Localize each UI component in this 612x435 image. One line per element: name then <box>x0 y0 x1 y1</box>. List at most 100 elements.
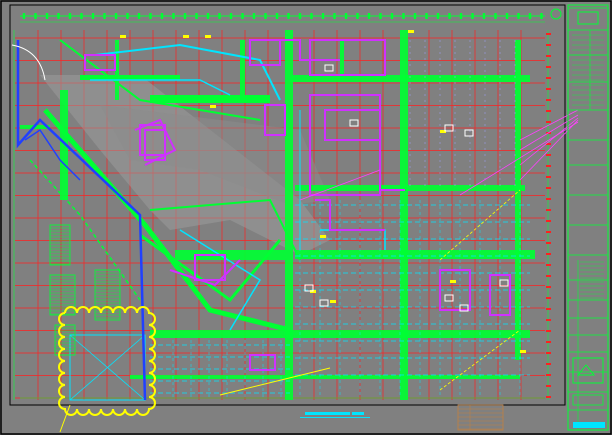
dim-tick-right <box>546 308 551 310</box>
dim-tick-right <box>546 209 551 211</box>
magenta-room <box>84 54 116 71</box>
dim-tick <box>528 13 532 19</box>
dim-tick <box>183 13 187 19</box>
dim-tick <box>57 13 60 19</box>
white-symbol <box>444 294 454 302</box>
blue-boundary <box>16 40 147 401</box>
scale-bar <box>300 412 370 418</box>
dim-tick-right <box>546 319 551 321</box>
drawing-frame <box>9 4 566 406</box>
dim-tick <box>103 13 106 19</box>
wall-bar <box>295 250 535 259</box>
dim-tick <box>425 13 428 19</box>
title-block-cell <box>572 394 604 406</box>
magenta-wall <box>169 259 241 287</box>
wall-bar <box>115 40 119 100</box>
dim-tick <box>517 13 520 19</box>
wall-bar <box>80 75 180 80</box>
dim-tick-right <box>546 44 551 46</box>
dim-tick <box>333 13 336 19</box>
wall-bar <box>340 40 344 80</box>
yellow-marker <box>408 30 414 33</box>
dim-tick <box>379 13 382 19</box>
magenta-wall <box>260 39 340 61</box>
dim-tick <box>448 13 451 19</box>
wall-bar <box>60 90 68 200</box>
title-block <box>567 4 609 431</box>
dim-tick-right <box>546 143 551 145</box>
dim-tick <box>114 13 118 19</box>
dim-tick <box>367 13 371 19</box>
dim-tick-right <box>546 154 551 156</box>
dim-tick-right <box>546 363 551 365</box>
magenta-room <box>324 109 381 141</box>
wall-bar <box>150 95 270 103</box>
dim-tick-right <box>546 374 551 376</box>
wall-bar <box>515 40 521 360</box>
dim-tick-right <box>546 187 551 189</box>
dim-tick-right <box>546 55 551 57</box>
magenta-room <box>249 354 276 371</box>
dim-tick-right <box>546 33 551 35</box>
dim-tick-right <box>546 231 551 233</box>
dim-tick <box>241 13 244 19</box>
dim-tick-right <box>546 330 551 332</box>
wall-bar <box>285 30 293 400</box>
dim-tick <box>68 13 72 19</box>
dim-tick-right <box>546 253 551 255</box>
yellow-marker <box>210 105 216 108</box>
dim-tick-right <box>546 165 551 167</box>
dim-tick <box>390 13 394 19</box>
diagonal-beam <box>43 108 291 333</box>
wall-bar <box>240 40 245 100</box>
white-symbol <box>464 129 474 137</box>
magenta-room <box>489 274 511 316</box>
wall-bar <box>295 185 525 191</box>
white-symbol <box>459 304 469 312</box>
dim-tick <box>321 13 325 19</box>
dim-tick <box>34 13 37 19</box>
dim-tick <box>80 13 83 19</box>
notes-table-frame <box>457 404 504 431</box>
dim-tick <box>45 13 49 19</box>
cyan-duct-2 <box>90 79 231 96</box>
yellow-marker <box>450 280 456 283</box>
cyan-duct-3 <box>179 229 262 331</box>
dim-tick-right <box>546 385 551 387</box>
dim-tick <box>195 13 198 19</box>
dim-tick <box>172 13 175 19</box>
dim-tick <box>482 13 486 19</box>
wall-bar <box>400 30 408 400</box>
white-symbol <box>349 119 359 127</box>
white-symbol <box>444 124 454 132</box>
dim-tick <box>471 13 474 19</box>
dim-tick-right <box>546 220 551 222</box>
dim-tick-right <box>546 264 551 266</box>
dim-tick <box>436 13 440 19</box>
diagonal-dashed <box>29 159 141 301</box>
yellow-marker <box>205 35 211 38</box>
stair-outline <box>94 269 121 321</box>
dim-tick-right <box>546 88 551 90</box>
diagonal-beam-2 <box>139 233 282 303</box>
dim-tick <box>540 13 543 19</box>
north-arrow-seal <box>550 8 562 20</box>
dim-tick <box>206 13 210 19</box>
magenta-room <box>264 104 286 136</box>
dim-tick <box>22 13 26 19</box>
bottom-notes-table <box>457 404 504 431</box>
magenta-wall <box>134 118 177 166</box>
dim-tick <box>310 13 313 19</box>
magenta-wall <box>379 130 405 191</box>
white-symbol <box>304 284 314 292</box>
wall-bar <box>130 375 520 379</box>
dim-tick-right <box>546 110 551 112</box>
diagonal-beam-3 <box>149 198 301 261</box>
dim-tick <box>298 13 302 19</box>
dim-tick-right <box>546 242 551 244</box>
yellow-marker <box>320 235 326 238</box>
dim-tick-right <box>546 121 551 123</box>
dim-tick <box>344 13 348 19</box>
